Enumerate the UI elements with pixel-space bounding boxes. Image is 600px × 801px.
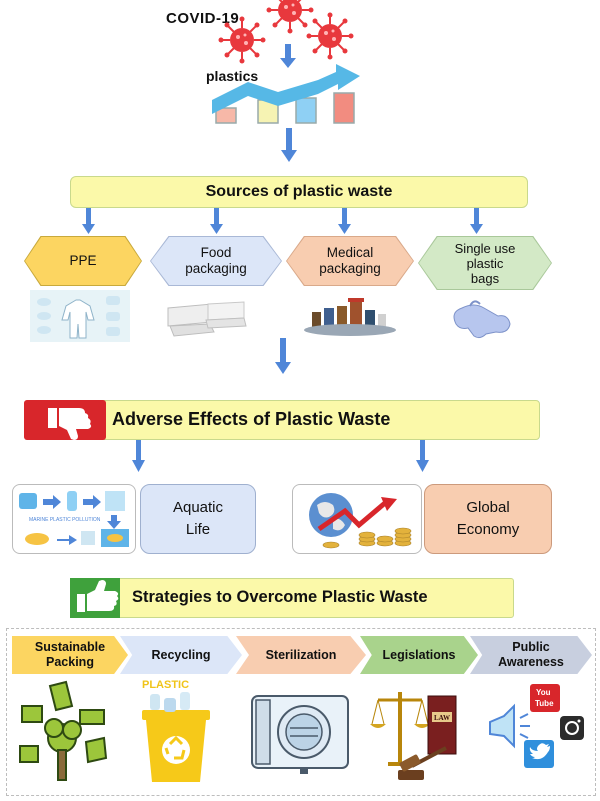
source-ppe: PPE xyxy=(25,237,141,285)
virus-icon xyxy=(217,15,267,65)
svg-text:Tube: Tube xyxy=(535,699,554,708)
strategies-panel xyxy=(6,628,596,796)
marine-pollution-illustration: MARINE PLASTIC POLLUTION xyxy=(19,491,129,547)
source-images xyxy=(30,290,511,342)
virus-icon xyxy=(305,11,355,61)
source-medical-packaging-label: Medical packaging xyxy=(319,245,381,276)
arrow-down-icon xyxy=(210,208,223,234)
strategy-legislations: Legislations xyxy=(360,636,478,674)
thumbs-down-badge xyxy=(24,400,106,440)
adverse-effects-bar xyxy=(24,400,540,440)
strategy-recycling-label: Recycling xyxy=(151,647,211,662)
megaphone-icon xyxy=(489,703,530,749)
strategy-sterilization: Sterilization xyxy=(236,636,366,674)
law-book-text: LAW xyxy=(434,714,450,722)
source-medical-packaging: Medical packaging xyxy=(287,237,413,285)
strategy-sustainable-packing: Sustainable Packing xyxy=(12,636,128,674)
arrow-down-icon xyxy=(281,128,297,162)
thumbs-up-icon xyxy=(77,580,119,612)
source-arrows xyxy=(82,208,483,234)
effect-aquatic-life-label: Aquatic Life xyxy=(172,499,224,538)
effect-aquatic-life: Aquatic Life xyxy=(140,484,256,554)
plastic-bag-image xyxy=(453,300,511,339)
arrow-down-icon xyxy=(280,44,296,68)
recycling-bin-icon xyxy=(142,692,210,782)
arrow-down-icon xyxy=(338,208,351,234)
ppe-image xyxy=(30,290,130,342)
strategy-illustrations: PLASTIC LAW xyxy=(19,679,584,782)
plastics-label: plastics xyxy=(206,68,259,84)
economy-illustration xyxy=(309,493,412,549)
arrow-down-icon xyxy=(470,208,483,234)
adverse-arrows xyxy=(132,440,429,472)
economy-image xyxy=(292,484,422,554)
strategy-recycling: Recycling xyxy=(120,636,242,674)
youtube-icon: You Tube xyxy=(530,684,560,712)
source-single-use-bags: Single use plastic bags xyxy=(419,237,551,289)
virus-icon xyxy=(265,0,315,35)
arrow-down-icon xyxy=(82,208,95,234)
arrow-down-icon xyxy=(132,440,145,472)
strategy-legislations-label: Legislations xyxy=(382,647,456,662)
adverse-effects-title: Adverse Effects of Plastic Waste xyxy=(112,409,391,429)
strategy-sustainable-packing-label: Sustainable Packing xyxy=(34,640,106,669)
rising-bar-chart-icon xyxy=(212,64,360,124)
sources-title-bar: Sources of plastic waste xyxy=(70,176,528,208)
eco-packaging-icon xyxy=(19,680,108,781)
covid-19-label: COVID-19 xyxy=(166,10,240,27)
autoclave-icon xyxy=(251,695,349,774)
scales-of-justice-icon xyxy=(370,692,430,766)
instagram-icon xyxy=(560,716,584,740)
gavel-icon xyxy=(398,746,447,780)
thumbs-up-badge xyxy=(70,578,120,618)
strategy-sterilization-label: Sterilization xyxy=(265,647,337,662)
source-food-packaging-label: Food packaging xyxy=(185,245,247,276)
marine-pollution-image: MARINE PLASTIC POLLUTION xyxy=(12,484,136,554)
marine-pollution-text: MARINE PLASTIC POLLUTION xyxy=(29,517,101,523)
law-book-icon: LAW xyxy=(427,695,457,755)
sources-title: Sources of plastic waste xyxy=(205,183,393,200)
effect-global-economy-label: Global Economy xyxy=(456,499,520,538)
twitter-icon xyxy=(524,740,554,768)
strategies-title: Strategies to Overcome Plastic Waste xyxy=(132,588,428,606)
food-packaging-image xyxy=(167,301,247,337)
source-food-packaging: Food packaging xyxy=(151,237,281,285)
medical-packaging-image xyxy=(304,298,396,336)
strategy-public-awareness: Public Awareness xyxy=(470,636,592,674)
strategy-public-awareness-label: Public Awareness xyxy=(498,640,564,669)
top-illustration xyxy=(212,0,360,162)
svg-text:You: You xyxy=(536,688,551,697)
arrow-down-icon xyxy=(416,440,429,472)
thumbs-down-icon xyxy=(48,408,92,440)
strategies-bar xyxy=(70,578,514,618)
source-single-use-bags-label: Single use plastic bags xyxy=(454,240,516,286)
plastic-caption: PLASTIC xyxy=(142,679,189,691)
arrow-down-icon xyxy=(275,338,291,374)
effect-global-economy: Global Economy xyxy=(424,484,552,554)
source-ppe-label: PPE xyxy=(69,253,97,268)
